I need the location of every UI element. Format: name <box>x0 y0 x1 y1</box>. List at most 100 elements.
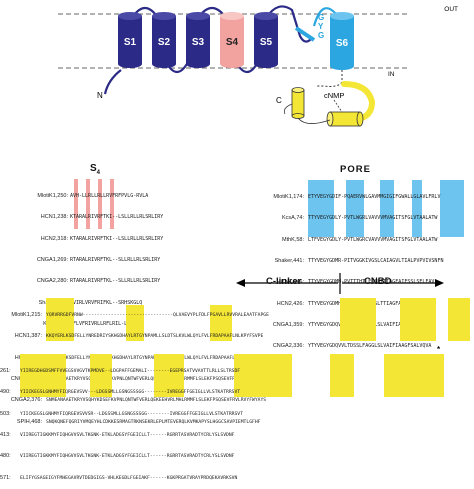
pore-name: MlotiK1,174: <box>273 194 304 201</box>
pore-highlight-block <box>412 180 422 237</box>
cnbd-position: 413: <box>0 432 11 439</box>
cnbd-highlight <box>400 298 436 341</box>
label-n-terminus: N <box>97 91 103 100</box>
helix-s5: S5 <box>254 12 278 68</box>
pore-name: CNGA2,336: <box>272 343 304 350</box>
s4-name: CNGA1,269: <box>36 257 68 264</box>
cnbd-position: 490: <box>0 389 11 396</box>
svg-text:S3: S3 <box>192 37 205 48</box>
s4-name: HCN1,238: <box>40 214 68 221</box>
s6-to-clinker <box>316 70 343 87</box>
linker-name: CNGA2,376: <box>10 397 42 404</box>
pore-helix <box>294 26 316 42</box>
pore-name: MthK,58: <box>281 236 304 243</box>
cnbd-block-highlight <box>384 354 444 397</box>
c-linker-arrowhead <box>236 279 245 287</box>
s4-name: CNGA2,280: <box>36 278 68 285</box>
helix-s1: S1 <box>118 12 142 68</box>
cnbd-sequence: YIICKEGSLGNHMYFIQRGEVSVV---LDGSSMLLGSNGS… <box>20 390 241 396</box>
linker-sequence: SNMEANAAETKRYVSQHYKDSEFKVPNLQNTWFVERLQEK… <box>46 398 267 404</box>
cnbd-sequences: YIIREGDHGDSMFFVVEGSVVGVTKPMDVE--LDGPAFFG… <box>20 354 243 489</box>
cnmp-pointer <box>333 99 343 113</box>
helix-s4: S4 <box>220 12 244 68</box>
pore-name: Shaker,441: <box>274 258 304 265</box>
cnbd-sequence: YIIREGDHGDSMFFVVEGSVVGVTKPMDVE--LDGPAFFG… <box>20 369 241 375</box>
gyg-letter-3: G <box>318 31 324 40</box>
pore-highlight-block <box>380 180 394 237</box>
pore-title: PORE <box>340 164 371 175</box>
label-out: OUT <box>444 6 458 13</box>
gyg-letter-2: Y <box>318 22 324 31</box>
linker-sequence: KKQYERLKSDFELLYNREDRIYSKHGDHAYLRTGYNPAML… <box>46 334 264 340</box>
s4-sequence: AVH-LLRLLRLLRVFRFPVLG-RVLA <box>70 193 149 200</box>
pore-name: KcsA,74: <box>281 215 304 222</box>
pore-species-names: MlotiK1,174: KcsA,74: MthK,58: Shaker,44… <box>236 180 304 357</box>
cnbd-arrowhead <box>435 279 444 287</box>
cnbd-block-highlight <box>90 354 112 397</box>
cnbd-position: 261: <box>0 368 11 375</box>
pore-name: HCN2,426: <box>276 300 304 307</box>
cnbd-block-highlight <box>330 354 354 397</box>
domain-arrows <box>236 273 444 294</box>
cnbd-helix-a <box>291 87 305 119</box>
linker-highlight <box>46 298 74 341</box>
cnbd-block-highlight <box>234 354 292 397</box>
cnbd-position: 480: <box>0 453 11 460</box>
cnbd-position: 503: <box>0 410 11 417</box>
label-in: IN <box>388 71 395 78</box>
linker-sequence: YQRVRRGDFVRNW---------------------------… <box>46 313 269 319</box>
s4-name: MlotiK1,250: <box>37 193 68 200</box>
clinker-loop <box>341 81 376 121</box>
label-cnmp: cNMP <box>324 91 344 100</box>
cnbd-block-highlight <box>154 354 184 397</box>
s4-sequence: RTARALRIVRFTKL--SLLRLLRLSRLIRY <box>70 278 161 285</box>
s4-highlight-column-a <box>74 179 78 229</box>
pore-sequence: TTYVEGYGDMR-PITVGGKIVGSLCAIAGVLTIALPVPVI… <box>308 258 444 265</box>
svg-text:S5: S5 <box>260 37 273 48</box>
pore-name: HCN1,346: <box>276 279 304 286</box>
cnbd-connector <box>297 117 331 124</box>
c-terminus-tail <box>283 103 293 115</box>
loop-s5-pore <box>265 5 313 43</box>
svg-text:S6: S6 <box>336 38 349 49</box>
s4-sequence: KTARALRIVRFTKI--LSLLRLLRLSRLIRY <box>70 214 164 221</box>
cnbd-sequence: ELIFYGSAGEIGYFMHEGAVRVTDEDGIGS-VHLKEGDLF… <box>20 475 238 481</box>
cnbd-block-highlight <box>20 354 66 397</box>
linker-name: HCN1,387: <box>14 333 42 340</box>
cnbd-position-numbers: 261: 490: 503: 413: 480: 571: <box>0 354 16 489</box>
svg-text:S1: S1 <box>124 37 137 48</box>
s4-sequence: RVIRLVRVFRIFKL--SRHSKGLQ <box>70 299 143 306</box>
pore-highlight-block <box>346 180 364 237</box>
helix-s3: S3 <box>186 12 210 68</box>
pore-highlight-block <box>440 180 464 237</box>
helix-s6: S6 <box>330 12 354 70</box>
linker-highlight <box>126 305 144 341</box>
s4-highlight-column-d <box>110 179 114 229</box>
s4-title: S4 <box>90 163 101 176</box>
pore-sequence: ETYVEGYGDIF-PQAERVWLGAVMMGIGIFGWALLGLAVL… <box>308 194 441 201</box>
pore-sequence: TTYVEGYGDLY-PVTLWGRLVAVVVMVAGITSFGLVTAAL… <box>308 215 438 222</box>
cnbd-sequence: VIIREGTIGKKMYFIQHGVVSVLTKGNK-ETKLADGSYFG… <box>20 454 235 460</box>
topology-diagram: S1 S2 S3 S4 S5 S6 G Y G OUT IN N <box>58 5 458 127</box>
svg-text:S2: S2 <box>158 37 171 48</box>
cnbd-helix-b <box>326 111 364 127</box>
s4-highlight-column-c <box>98 179 102 229</box>
cnbd-highlight <box>340 298 376 341</box>
s4-sequence: RTARALRIVRFTKL--SLLRLLRLSRLIRY <box>70 257 161 264</box>
cnbd-sequence: YIICKEGSLGNHMYFIQRGEVSVVSR--LDGSSMLLGSNG… <box>20 411 243 417</box>
loop-n-s1 <box>103 69 122 95</box>
cnbd-label: CNBD <box>364 276 392 287</box>
pore-name: CNGA1,359: <box>272 321 304 328</box>
linker-name: MlotiK1,215: <box>11 312 42 319</box>
cnbd-sequence: VIIREGTIGKKMYFIQHGVVSVLTKGNK-ETKLADGSYFG… <box>20 433 235 439</box>
s4-sequences: AVH-LLRLLRLLRVFRFPVLG-RVLA KTARALRIVRFTK… <box>70 179 163 335</box>
pore-sequence: YTYVEGYGDQVVLTDSSLFAGGLSLVAIFIAAGFSALVQV… <box>308 343 432 350</box>
s4-sequence: GFLVFRIVRLLRFLRIL-LIIS <box>70 320 137 327</box>
pore-sequence: TTYVEGYGDMH-PVTTTHTLEQSLTTIAGFAIFSSLSELF… <box>308 279 435 286</box>
cnbd-star: * <box>437 345 441 354</box>
s4-highlight-column-b <box>86 179 90 229</box>
loop-pore-s6 <box>312 7 337 27</box>
cnbd-highlight <box>448 298 470 341</box>
linker-highlight <box>210 305 232 341</box>
gyg-letter-1: G <box>318 13 324 22</box>
